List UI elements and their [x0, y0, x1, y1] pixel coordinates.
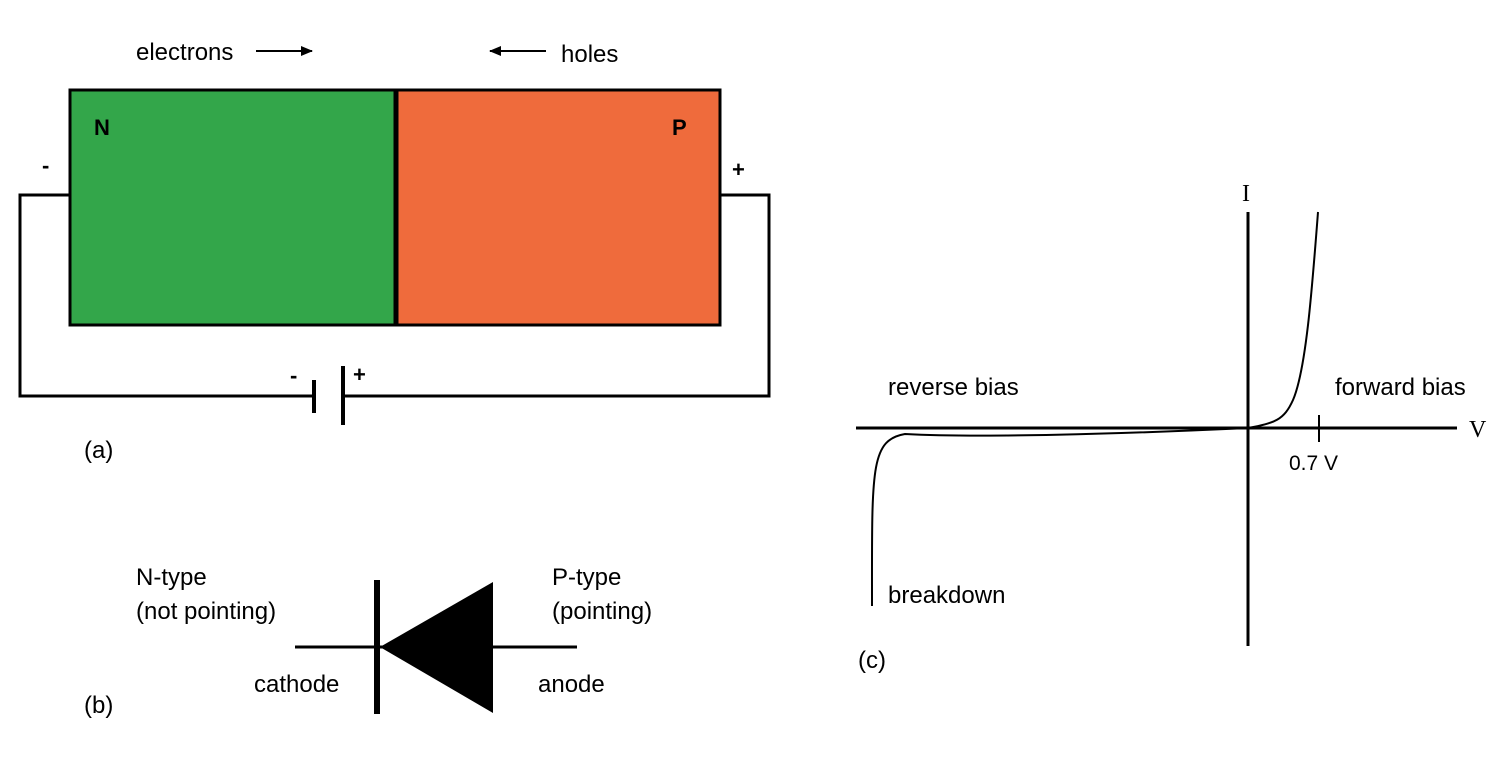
panel-c: I V 0.7 V reverse bias forward bias brea… [856, 181, 1487, 674]
anode-label: anode [538, 671, 605, 698]
reverse-bias-label: reverse bias [888, 374, 1019, 401]
panel-b: N-type (not pointing) P-type (pointing) … [84, 564, 652, 719]
battery-plus-sign: + [353, 362, 366, 387]
cathode-label: cathode [254, 671, 339, 698]
n-type-sublabel: (not pointing) [136, 598, 276, 625]
p-type-sublabel: (pointing) [552, 598, 652, 625]
forward-bias-label: forward bias [1335, 374, 1466, 401]
n-region [68, 88, 398, 327]
holes-label: holes [561, 41, 618, 68]
n-terminal-sign: - [42, 153, 49, 178]
p-region [394, 88, 722, 327]
panel-a: electrons holes - + N P - + (a) [18, 39, 771, 464]
breakdown-label: breakdown [888, 582, 1005, 609]
p-label: P [672, 115, 687, 140]
n-label: N [94, 115, 110, 140]
battery-minus-sign: - [290, 363, 297, 388]
v-axis-label: V [1469, 417, 1487, 443]
panel-c-label: (c) [858, 647, 886, 674]
i-axis-label: I [1242, 181, 1250, 207]
diode-triangle [380, 582, 493, 713]
panel-b-label: (b) [84, 692, 113, 719]
reverse-bias-curve [870, 427, 1249, 607]
p-type-label: P-type [552, 564, 621, 591]
right-wire [343, 193, 771, 398]
n-type-label: N-type [136, 564, 207, 591]
p-terminal-sign: + [732, 157, 745, 182]
forward-bias-curve [1247, 211, 1319, 429]
threshold-tick-label: 0.7 V [1289, 452, 1338, 475]
electrons-label: electrons [136, 39, 233, 66]
left-wire [18, 193, 312, 398]
panel-a-label: (a) [84, 437, 113, 464]
